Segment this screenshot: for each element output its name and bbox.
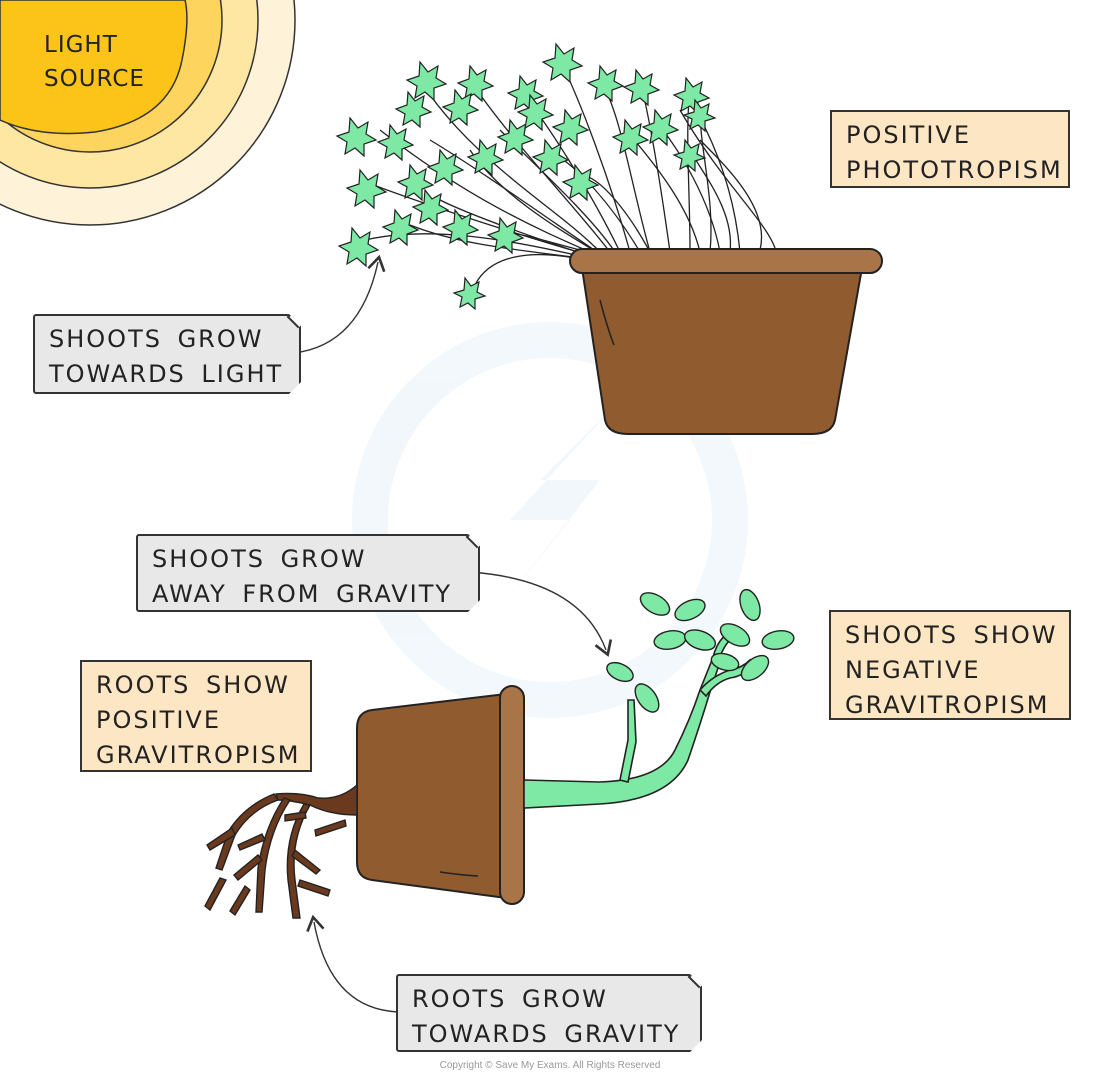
copyright-text: Copyright © Save My Exams. All Rights Re… (439, 1060, 661, 1071)
light-source-label: LIGHT SOURCE (44, 28, 145, 96)
label-line: GRAVITROPISM (845, 691, 1050, 719)
label-line: ROOTS GROW (412, 985, 608, 1013)
gravitropic-roots (204, 783, 358, 919)
leader-arrows (293, 254, 613, 1013)
label-line: POSITIVE (96, 706, 221, 734)
label-line: SHOOTS SHOW (845, 621, 1058, 649)
watermark-logo (352, 322, 748, 718)
roots-positive-gravitropism-box: ROOTS SHOW POSITIVE GRAVITROPISM (80, 660, 312, 772)
shoots-away-gravity-tag: SHOOTS GROW AWAY FROM GRAVITY (136, 534, 480, 612)
gravitropic-shoot-leaves (606, 588, 795, 713)
phototropic-plant-leaves (335, 42, 717, 311)
roots-towards-gravity-tag: ROOTS GROW TOWARDS GRAVITY (396, 974, 702, 1052)
label-line: TOWARDS LIGHT (49, 360, 284, 388)
shoots-towards-light-tag: SHOOTS GROW TOWARDS LIGHT (33, 314, 301, 394)
label-line: AWAY FROM GRAVITY (152, 580, 453, 608)
label-line: NEGATIVE (845, 656, 981, 684)
positive-phototropism-box: POSITIVE PHOTOTROPISM (830, 110, 1070, 188)
label-line: SHOOTS GROW (49, 325, 264, 353)
top-plant-pot (569, 248, 883, 435)
label-line: ROOTS SHOW (96, 671, 290, 699)
label-line: TOWARDS GRAVITY (412, 1020, 681, 1048)
light-source-line-2: SOURCE (44, 66, 145, 92)
sun-icon (0, 0, 296, 226)
light-source-line-1: LIGHT (44, 32, 118, 58)
label-line: POSITIVE (846, 121, 971, 149)
phototropic-plant-stems (359, 59, 776, 286)
label-line: SHOOTS GROW (152, 545, 367, 573)
bottom-plant-pot (356, 685, 525, 905)
shoots-negative-gravitropism-box: SHOOTS SHOW NEGATIVE GRAVITROPISM (829, 610, 1071, 720)
label-line: GRAVITROPISM (96, 741, 301, 769)
label-line: PHOTOTROPISM (846, 156, 1063, 184)
